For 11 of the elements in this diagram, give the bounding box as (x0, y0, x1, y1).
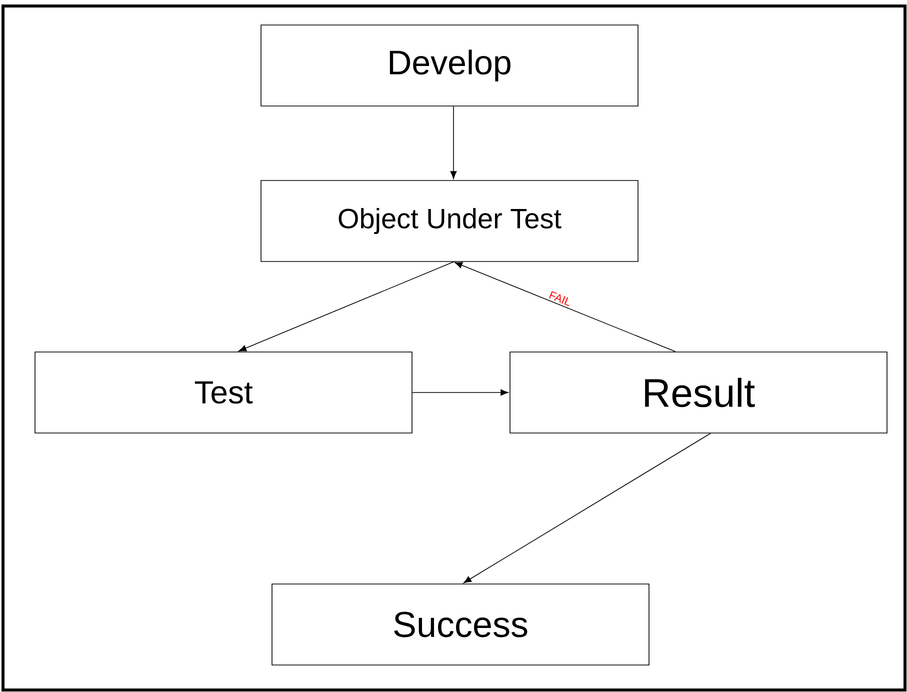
process-box: Object Under Test (260, 180, 638, 262)
arrow (412, 389, 508, 396)
arrow (454, 262, 676, 352)
process-box: Success (272, 584, 650, 666)
process-box: Develop (260, 24, 638, 106)
arrow (463, 433, 711, 584)
edge-label: FAIL (546, 289, 574, 308)
process-box: Result (510, 352, 888, 434)
arrow (238, 262, 454, 352)
process-box: Test (34, 352, 412, 434)
arrow (450, 106, 457, 179)
